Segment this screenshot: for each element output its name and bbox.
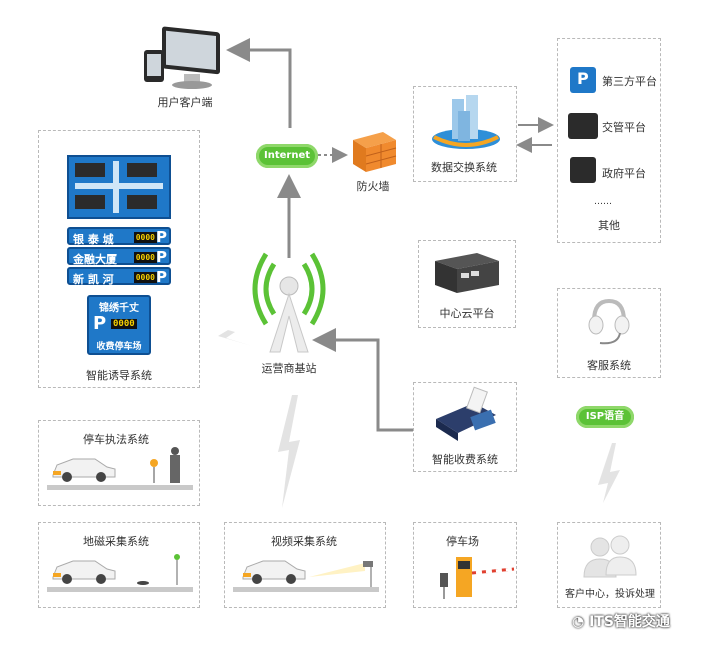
enforcement-label: 停车执法系统 (83, 433, 149, 446)
magnetic-sensor-icon (137, 554, 180, 585)
guidance-sign: 新 凯 河 0000 P (67, 267, 171, 286)
car-icon (242, 560, 306, 584)
cloud-platform-label: 中心云平台 (439, 307, 495, 320)
parking-p-icon: P (570, 67, 596, 93)
parking-lot-sign: 锦绣千丈 P 0000 收费停车场 (87, 295, 151, 355)
map-road-horizontal (75, 183, 163, 189)
customer-center-label: 客户中心，投诉处理 (565, 589, 655, 600)
server-tower-icon (570, 157, 596, 183)
base-station-node: 运营商基站 (244, 244, 334, 384)
sign-p: P (156, 268, 167, 286)
enforcement-box: 停车执法系统 (38, 420, 200, 506)
server-rack-icon (435, 253, 499, 293)
gov-platform-label: 政府平台 (602, 167, 646, 180)
map-guidance-board (67, 155, 171, 219)
firewall-label: 防火墙 (356, 180, 390, 193)
traffic-platform-label: 交管平台 (602, 121, 646, 134)
road-strip (233, 587, 379, 592)
isp-voice-label: ISP语音 (585, 411, 625, 422)
car-icon (52, 458, 116, 482)
ellipsis-label: …… (594, 197, 612, 207)
parking-sign-counter: 0000 (111, 319, 137, 329)
internet-label: Internet (263, 150, 310, 161)
headset-icon (588, 298, 630, 345)
wechat-icon: ◔ (572, 614, 585, 630)
charging-system-label: 智能收费系统 (432, 453, 498, 466)
watermark-text: ITS智能交通 (589, 614, 670, 630)
sign-p: P (156, 248, 167, 266)
firewall-icon (353, 132, 397, 172)
lightning-left (200, 322, 252, 346)
charging-system-box: 智能收费系统 (413, 382, 517, 472)
map-led-block (75, 195, 105, 209)
sign-counter: 0000 (133, 272, 157, 283)
map-led-block (75, 163, 105, 177)
sign-name: 银 泰 城 (73, 233, 114, 246)
lightning-right (598, 443, 620, 503)
parking-lot-box: 停车场 (413, 522, 517, 608)
guidance-sign: 金融大厦 0000 P (67, 247, 171, 266)
firewall-node: 防火墙 (348, 128, 408, 198)
others-label: 其他 (598, 219, 620, 232)
camera-icon (309, 561, 373, 587)
data-exchange-icon (432, 95, 500, 149)
road-strip (47, 485, 193, 490)
magnetic-label: 地磁采集系统 (83, 535, 149, 548)
base-station-label: 运营商基站 (261, 362, 317, 375)
computer-monitor-icon (144, 26, 220, 89)
sign-p: P (156, 228, 167, 246)
third-party-label: 第三方平台 (602, 75, 657, 88)
data-exchange-box: 数据交换系统 (413, 86, 517, 182)
map-led-block (127, 195, 157, 209)
watermark: ◔ ITS智能交通 (572, 611, 670, 631)
guidance-system-label: 智能诱导系统 (86, 369, 152, 382)
user-client-node: 用户客户端 (140, 18, 230, 109)
magnetic-box: 地磁采集系统 (38, 522, 200, 608)
user-client-label: 用户客户端 (157, 96, 213, 109)
sign-name: 新 凯 河 (73, 273, 114, 286)
sign-counter: 0000 (133, 232, 157, 243)
arrow-charging-to-station (312, 328, 413, 432)
data-exchange-label: 数据交换系统 (431, 161, 497, 174)
pos-terminal-icon (436, 386, 496, 441)
car-icon (52, 560, 116, 584)
arrow-internet-to-client (226, 38, 292, 128)
parking-lot-label: 停车场 (446, 535, 479, 548)
parking-sign-bottom: 收费停车场 (96, 342, 142, 352)
video-box: 视频采集系统 (224, 522, 386, 608)
parking-sign-top: 锦绣千丈 (99, 303, 139, 314)
lightning-center (278, 395, 300, 508)
parking-sign-p: P (93, 313, 107, 334)
customer-service-label: 客服系统 (587, 359, 631, 372)
platforms-box: P 第三方平台 交管平台 政府平台 …… 其他 (557, 38, 661, 243)
server-box-icon (568, 113, 598, 139)
customer-service-box: 客服系统 (557, 288, 661, 378)
map-road-vertical (113, 161, 119, 213)
officer-icon (150, 447, 180, 483)
base-station-icon (252, 252, 326, 353)
barrier-gate-icon (440, 557, 515, 599)
isp-voice-cloud: ISP语音 (576, 406, 634, 428)
customer-center-box: 客户中心，投诉处理 (557, 522, 661, 608)
guidance-sign: 银 泰 城 0000 P (67, 227, 171, 246)
road-strip (47, 587, 193, 592)
map-led-block (127, 163, 157, 177)
guidance-system-box: 银 泰 城 0000 P 金融大厦 0000 P 新 凯 河 0000 P 锦绣… (38, 130, 200, 388)
sign-counter: 0000 (133, 252, 157, 263)
cloud-platform-box: 中心云平台 (418, 240, 516, 328)
people-icon (583, 535, 637, 578)
internet-cloud: Internet (256, 144, 318, 168)
sign-name: 金融大厦 (73, 253, 117, 266)
video-label: 视频采集系统 (271, 535, 337, 548)
